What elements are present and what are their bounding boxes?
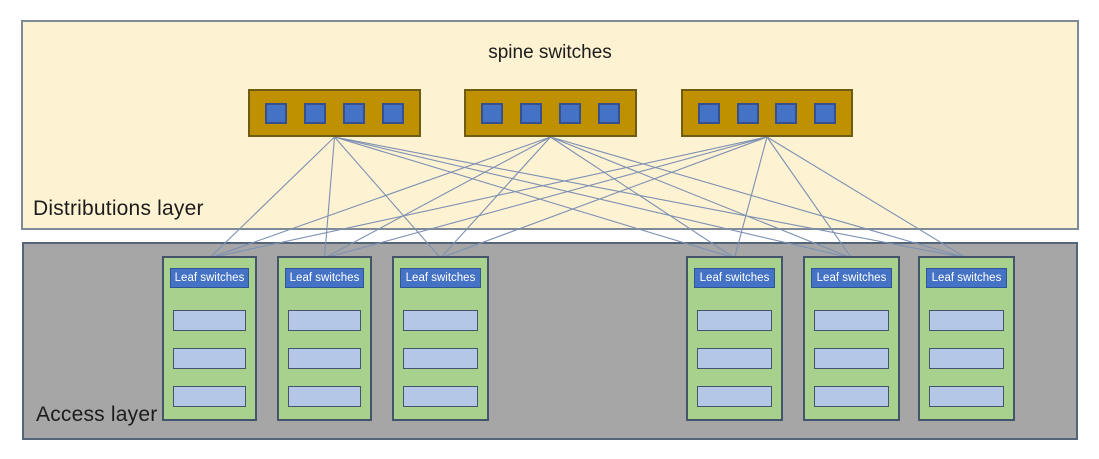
leaf-slot (403, 310, 478, 331)
leaf-switches-header: Leaf switches (694, 268, 775, 288)
leaf-slot (697, 348, 772, 369)
leaf-slot (697, 386, 772, 407)
link-spine-switch-2-leaf-rack-5 (550, 136, 852, 259)
leaf-slot (288, 386, 361, 407)
link-spine-switch-3-leaf-rack-4 (733, 136, 768, 259)
link-spine-switch-1-leaf-rack-6 (334, 136, 967, 259)
leaf-slot (929, 348, 1004, 369)
spine-port-icon (775, 102, 798, 124)
spine-port-icon (343, 102, 365, 124)
leaf-rack-6: Leaf switches (918, 256, 1015, 421)
leaf-slot (403, 386, 478, 407)
spine-port-icon (481, 102, 503, 124)
link-spine-switch-3-leaf-rack-1 (209, 136, 768, 259)
leaf-slot (814, 348, 889, 369)
leaf-slot (697, 310, 772, 331)
leaf-rack-2: Leaf switches (277, 256, 372, 421)
link-spine-switch-3-leaf-rack-2 (324, 136, 768, 259)
spine-switch-2 (464, 89, 637, 137)
leaf-switches-header: Leaf switches (285, 268, 364, 288)
spine-switch-3 (681, 89, 853, 137)
link-spine-switch-2-leaf-rack-4 (550, 136, 735, 259)
spine-port-icon (559, 102, 581, 124)
spine-port-icon (382, 102, 404, 124)
link-spine-switch-3-leaf-rack-6 (766, 136, 967, 259)
leaf-slot (814, 310, 889, 331)
link-spine-switch-2-leaf-rack-6 (550, 136, 967, 259)
spine-port-icon (520, 102, 542, 124)
distribution-layer-label: Distributions layer (33, 197, 204, 220)
leaf-switches-header: Leaf switches (400, 268, 481, 288)
link-spine-switch-2-leaf-rack-1 (209, 136, 551, 259)
link-spine-switch-1-leaf-rack-1 (209, 136, 335, 259)
leaf-slot (814, 386, 889, 407)
link-spine-switch-1-leaf-rack-3 (334, 136, 441, 259)
leaf-switches-header: Leaf switches (926, 268, 1007, 288)
leaf-rack-4: Leaf switches (686, 256, 783, 421)
leaf-slot (173, 386, 246, 407)
leaf-rack-5: Leaf switches (803, 256, 900, 421)
leaf-slot (173, 310, 246, 331)
spine-port-icon (813, 102, 836, 124)
leaf-rack-3: Leaf switches (392, 256, 489, 421)
spine-port-icon (736, 102, 759, 124)
spine-port-icon (598, 102, 620, 124)
link-spine-switch-1-leaf-rack-2 (323, 136, 336, 259)
leaf-switches-header: Leaf switches (170, 268, 249, 288)
spine-switches-title: spine switches (488, 42, 612, 63)
link-spine-switch-3-leaf-rack-3 (440, 136, 768, 259)
spine-port-icon (265, 102, 287, 124)
link-spine-switch-2-leaf-rack-3 (440, 136, 551, 259)
leaf-slot (288, 310, 361, 331)
access-layer-label: Access layer (36, 403, 158, 426)
link-spine-switch-2-leaf-rack-2 (324, 136, 551, 259)
leaf-switches-header: Leaf switches (811, 268, 892, 288)
link-spine-switch-1-leaf-rack-4 (334, 136, 735, 259)
leaf-slot (403, 348, 478, 369)
spine-port-icon (698, 102, 720, 124)
link-spine-switch-3-leaf-rack-5 (766, 136, 852, 259)
spine-port-icon (304, 102, 326, 124)
leaf-slot (288, 348, 361, 369)
leaf-rack-1: Leaf switches (162, 256, 257, 421)
leaf-slot (929, 310, 1004, 331)
leaf-slot (929, 386, 1004, 407)
spine-switch-1 (248, 89, 421, 137)
link-spine-switch-1-leaf-rack-5 (334, 136, 852, 259)
leaf-slot (173, 348, 246, 369)
